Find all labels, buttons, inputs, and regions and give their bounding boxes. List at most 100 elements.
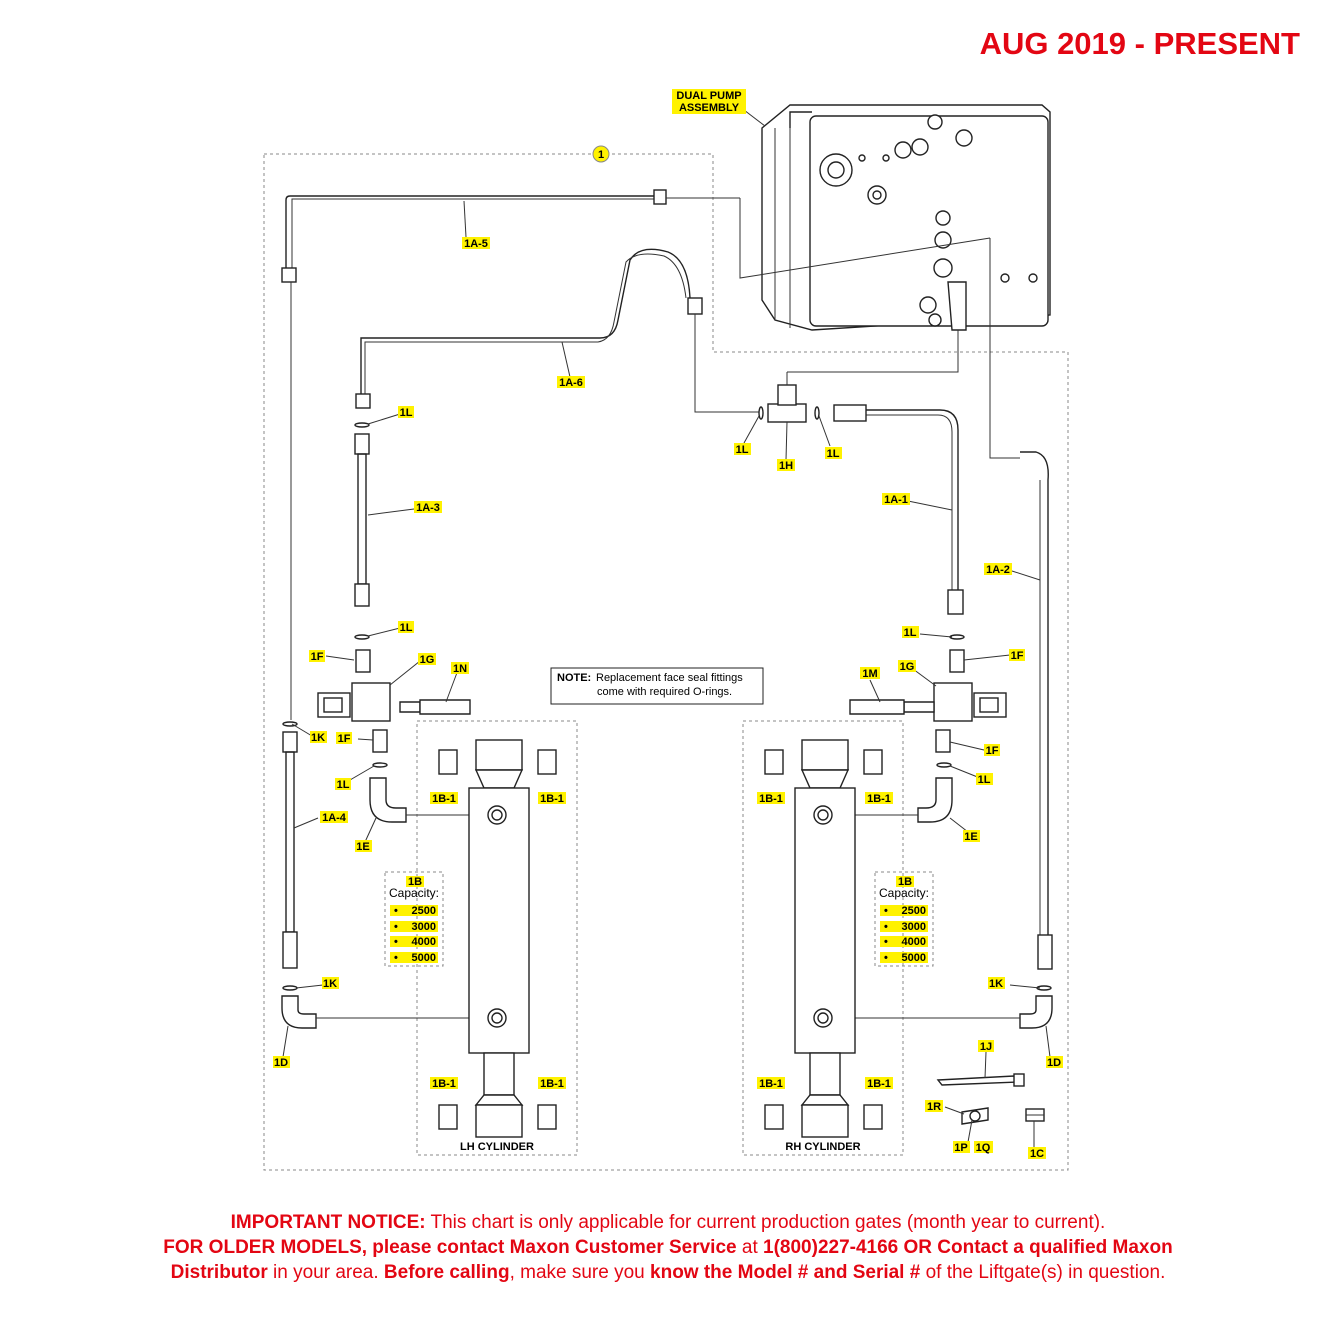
label-1K-b: 1K: [323, 978, 337, 990]
label-assembly: ASSEMBLY: [679, 102, 740, 114]
notice-in-area: in your area.: [267, 1262, 384, 1283]
label-1L-d: 1L: [736, 444, 749, 456]
label-1B-lh: 1B: [408, 876, 422, 888]
label-1D-lh: 1D: [274, 1057, 288, 1069]
note-box: [550, 667, 764, 705]
label-1R: 1R: [927, 1101, 941, 1113]
label-1G-lh: 1G: [420, 654, 435, 666]
rh-cylinder: [764, 739, 883, 1138]
notice-of-liftgate: of the Liftgate(s) in question.: [920, 1262, 1166, 1283]
rh-bullet-4: •: [884, 952, 888, 964]
label-1E-rh: 1E: [964, 831, 977, 843]
label-1Q: 1Q: [976, 1142, 991, 1154]
dual-pump-assembly: [761, 104, 1051, 331]
label-1B-1-b: 1B-1: [540, 793, 564, 805]
label-1A-1: 1A-1: [884, 494, 908, 506]
lh-capacity-box: [384, 871, 444, 967]
rh-bullet-3: •: [884, 936, 888, 948]
label-1B-1-d: 1B-1: [540, 1078, 564, 1090]
label-1A-2: 1A-2: [986, 564, 1010, 576]
label-1B-rh: 1B: [898, 876, 912, 888]
label-lh-cylinder: LH CYLINDER: [460, 1141, 534, 1153]
label-1L-f: 1L: [904, 627, 917, 639]
notice-phone-contact: 1(800)227-4166 OR Contact a qualified Ma…: [763, 1237, 1173, 1258]
notice-line-1: IMPORTANT NOTICE: This chart is only app…: [60, 1210, 1276, 1235]
lh-cylinder: [438, 739, 557, 1138]
lh-bullet-2: •: [394, 921, 398, 933]
label-1B-1-e: 1B-1: [759, 793, 783, 805]
lh-cap-4000: 4000: [412, 936, 436, 948]
label-1E-lh: 1E: [356, 841, 369, 853]
label-1B-1-c: 1B-1: [432, 1078, 456, 1090]
notice-distributor: Distributor: [170, 1262, 268, 1283]
notice-important-text: This chart is only applicable for curren…: [425, 1212, 1106, 1233]
label-1A-5: 1A-5: [464, 238, 488, 250]
rh-bullet-2: •: [884, 921, 888, 933]
lh-cap-5000: 5000: [412, 952, 436, 964]
lh-bullet-1: •: [394, 905, 398, 917]
label-1A-4: 1A-4: [322, 812, 347, 824]
rh-cylinder-boundary: [742, 720, 904, 1156]
label-1B-1-f: 1B-1: [867, 793, 891, 805]
note-line-1: Replacement face seal fittings: [596, 672, 743, 684]
label-1C: 1C: [1030, 1148, 1044, 1160]
label-1L-b: 1L: [400, 622, 413, 634]
label-kit-1: 1: [598, 149, 604, 161]
label-1D-rh: 1D: [1047, 1057, 1061, 1069]
notice-line-2: FOR OLDER MODELS, please contact Maxon C…: [60, 1235, 1276, 1260]
label-1K-a: 1K: [311, 732, 325, 744]
notice-make-sure: , make sure you: [509, 1262, 651, 1283]
label-1J: 1J: [980, 1041, 992, 1053]
rh-cap-5000: 5000: [902, 952, 926, 964]
label-1A-3: 1A-3: [416, 502, 440, 514]
rh-cap-2500: 2500: [902, 905, 926, 917]
rh-bullet-1: •: [884, 905, 888, 917]
label-dual-pump: DUAL PUMP: [676, 90, 741, 102]
note-prefix: NOTE:: [557, 672, 591, 684]
lh-bullet-4: •: [394, 952, 398, 964]
page-header-title: AUG 2019 - PRESENT: [979, 26, 1300, 61]
notice-line-3: Distributor in your area. Before calling…: [60, 1260, 1276, 1285]
label-1L-a: 1L: [400, 407, 413, 419]
label-1F-a: 1F: [311, 651, 324, 663]
lh-cap-2500: 2500: [412, 905, 436, 917]
label-1L-e: 1L: [827, 448, 840, 460]
label-1L-c: 1L: [337, 779, 350, 791]
label-1H: 1H: [779, 460, 793, 472]
label-1B-1-h: 1B-1: [867, 1078, 891, 1090]
part-labels: DUAL PUMP ASSEMBLY 1 1A-5 1A-6 1L 1A-3 1…: [273, 89, 1063, 1160]
notice-before-calling: Before calling: [383, 1262, 510, 1283]
rh-capacity-title: Capacity:: [879, 886, 929, 900]
rh-cap-4000: 4000: [902, 936, 926, 948]
label-1N: 1N: [453, 663, 467, 675]
label-1K-c: 1K: [989, 978, 1003, 990]
label-1F-c: 1F: [1011, 650, 1024, 662]
leader-lines: [282, 109, 1051, 1148]
label-1M: 1M: [862, 668, 877, 680]
label-1B-1-a: 1B-1: [432, 793, 456, 805]
lh-cylinder-boundary: [416, 720, 578, 1156]
label-1A-6: 1A-6: [559, 377, 583, 389]
note-line-2: come with required O-rings.: [597, 686, 732, 698]
label-1F-d: 1F: [986, 745, 999, 757]
notice-at: at: [736, 1237, 764, 1258]
kit-boundary: [263, 153, 1069, 1171]
hose-routing: [281, 189, 1053, 1029]
notice-older-models: FOR OLDER MODELS, please contact Maxon C…: [163, 1237, 737, 1258]
label-1B-1-g: 1B-1: [759, 1078, 783, 1090]
lh-capacity-title: Capacity:: [389, 886, 439, 900]
rh-cap-3000: 3000: [902, 921, 926, 933]
lh-bullet-3: •: [394, 936, 398, 948]
important-notice: IMPORTANT NOTICE: This chart is only app…: [60, 1210, 1276, 1285]
rh-capacity-box: [874, 871, 934, 967]
notice-important-label: IMPORTANT NOTICE:: [230, 1212, 426, 1233]
label-1P: 1P: [954, 1142, 967, 1154]
lh-cap-3000: 3000: [412, 921, 436, 933]
label-1F-b: 1F: [338, 733, 351, 745]
misc-parts: [936, 1073, 1045, 1125]
label-rh-cylinder: RH CYLINDER: [785, 1141, 860, 1153]
label-1G-rh: 1G: [900, 661, 915, 673]
label-1L-g: 1L: [978, 774, 991, 786]
notice-know-model: know the Model # and Serial #: [650, 1262, 921, 1283]
